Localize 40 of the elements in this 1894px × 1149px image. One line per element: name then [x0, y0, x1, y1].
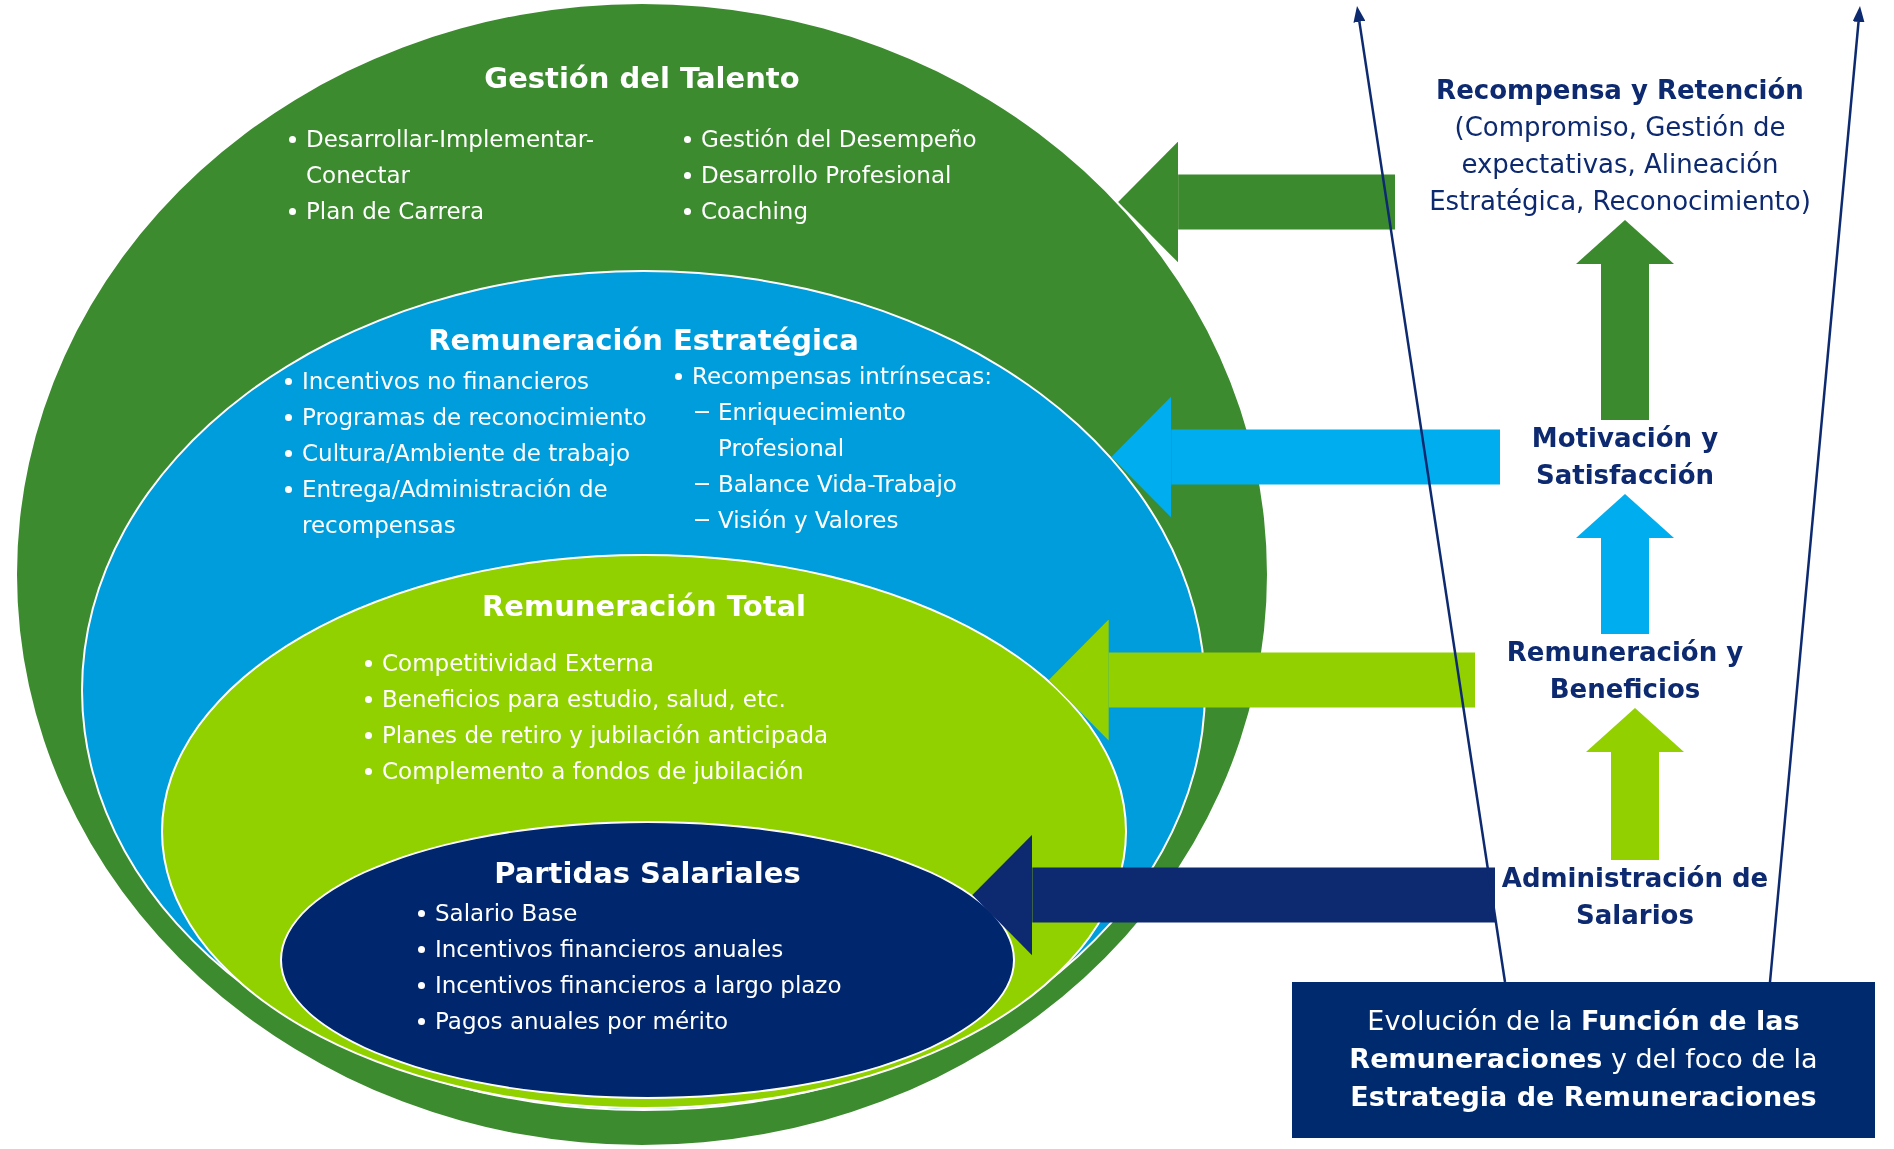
bullet-item: Incentivos no financieros [302, 367, 589, 396]
bullet-item: Incentivos financieros a largo plazo [435, 971, 842, 1000]
bullet-item: Pagos anuales por mérito [435, 1007, 728, 1036]
stage-title: Motivación y Satisfacción [1500, 420, 1750, 494]
bullet-item: Planes de retiro y jubilación anticipada [382, 721, 829, 750]
ellipse-title: Gestión del Talento [484, 60, 800, 97]
bullet-item: Gestión del Desempeño [701, 125, 977, 154]
ellipse-title: Partidas Salariales [494, 855, 801, 892]
ellipse-title: Remuneración Total [481, 588, 807, 625]
bullet-item: Cultura/Ambiente de trabajo [302, 439, 631, 468]
bullet-item: Desarrollo Profesional [701, 161, 952, 190]
stage-title: Administración de Salarios [1495, 860, 1775, 934]
bullet-item: Salario Base [435, 899, 578, 928]
block-arrow [972, 834, 1495, 956]
bullet-item: Complemento a fondos de jubilación [382, 757, 804, 786]
caption-box: Evolución de la Función de las Remuneraciones y del foco de la Estrategia de Remuneraciones [1292, 982, 1875, 1138]
arrow [1353, 6, 1507, 983]
block-arrow [1576, 494, 1674, 634]
block-arrow [1118, 141, 1395, 263]
bullet-item: Desarrollar-Implementar-Conectar [306, 125, 596, 190]
bullet-item: Plan de Carrera [306, 197, 485, 226]
bullet-item: Incentivos financieros anuales [435, 935, 784, 964]
block-arrow [1576, 220, 1674, 420]
stage-title: Remuneración y Beneficios [1475, 634, 1775, 708]
block-arrow [1586, 708, 1684, 860]
block-arrow [1111, 396, 1500, 518]
arrow [1768, 6, 1865, 983]
bullet-item: Beneficios para estudio, salud, etc. [382, 685, 786, 714]
sub-item: Enriquecimiento Profesional [718, 398, 907, 463]
stage-title: Recompensa y Retención [1436, 74, 1804, 107]
ellipse-title: Remuneración Estratégica [428, 322, 859, 359]
sub-item: Balance Vida-Trabajo [718, 470, 957, 499]
bullet-item: Coaching [701, 197, 808, 226]
block-arrow [1048, 619, 1475, 741]
bullet-item: Entrega/Administración de recompensas [302, 475, 609, 540]
sub-item: Visión y Valores [718, 506, 899, 535]
bullet-item: Competitividad Externa [382, 649, 654, 678]
stage-description: (Compromiso, Gestión de expectativas, Alineación Estratégica, Reconocimiento) [1428, 111, 1812, 218]
bullet-item: Recompensas intrínsecas: [692, 362, 992, 391]
bullet-item: Programas de reconocimiento [302, 403, 647, 432]
